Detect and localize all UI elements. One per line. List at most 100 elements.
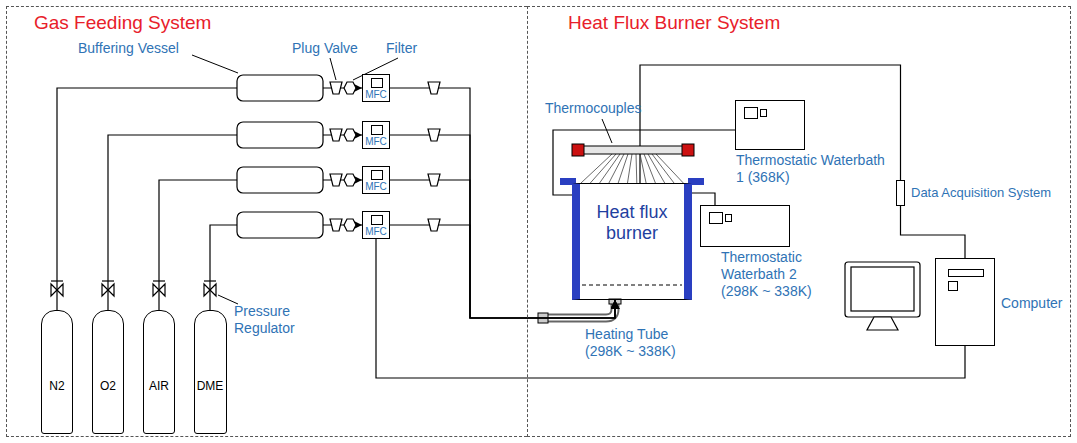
system-region: Gas Feeding SystemMFC MFC MFC MFC N2 O2 AIR DME: [6, 6, 527, 437]
leader-line: [602, 119, 612, 143]
monitor: [845, 262, 920, 317]
part-label: Thermocouples: [545, 100, 642, 117]
thermocouple-bundle: [644, 154, 655, 183]
pipe-connector: [390, 135, 615, 318]
part-label: Buffering Vessel: [78, 40, 179, 57]
thermocouple-bundle: [572, 144, 584, 156]
pipe-connector: [108, 135, 362, 310]
thermocouple-bundle: [609, 154, 624, 183]
thermocouple-bundle: [648, 154, 665, 183]
filter-symbol: [344, 82, 356, 231]
part-label: Pressure Regulator: [234, 303, 312, 337]
plug-valve: [428, 129, 440, 141]
pipe-connector: [390, 225, 615, 318]
thermocouple-bundle: [618, 154, 628, 183]
thermocouple-bundle: [628, 154, 633, 183]
pipe-connector: [57, 88, 362, 310]
pipe-connector: [390, 88, 615, 318]
burner-label: Heat flux burner: [580, 202, 684, 244]
filter-symbol: [344, 129, 356, 141]
plug-valve: [330, 82, 440, 231]
plug-valve: [330, 129, 342, 141]
thermocouple-bundle: [572, 144, 694, 183]
mfc-label: MFC: [363, 226, 389, 237]
heating-tube: [548, 302, 615, 318]
buffering-vessel: [237, 122, 323, 148]
gas-cylinder: AIR: [143, 310, 175, 434]
daq-label: Data Acquisition System: [911, 185, 1051, 200]
heat-flux-burner: Heat flux burner: [572, 183, 692, 300]
thermocouple-bundle: [640, 154, 646, 183]
pipe-connector: [553, 130, 735, 195]
thermocouple-bundle: [578, 146, 688, 154]
pipe-connector: [901, 206, 966, 258]
monitor: [845, 262, 920, 330]
filter-symbol: [344, 174, 356, 186]
plug-valve: [330, 174, 342, 186]
gas-cylinder: N2: [41, 310, 73, 434]
computer-label: Computer: [1001, 295, 1062, 311]
region-title: Gas Feeding System: [34, 12, 211, 34]
buffering-vessel: [237, 75, 323, 238]
region-title: Heat Flux Burner System: [568, 12, 780, 34]
burner-detail: [582, 285, 682, 286]
mfc-label: MFC: [363, 181, 389, 192]
plug-valve: [330, 82, 342, 94]
heating-tube: [538, 299, 621, 323]
gas-name: O2: [93, 379, 123, 393]
monitor: [851, 267, 914, 311]
waterbath: Thermostatic Waterbath 2 (298K ~ 338K): [700, 205, 790, 247]
gas-cylinder: DME: [194, 310, 227, 434]
mfc-box: MFC: [362, 74, 390, 102]
mfc-label: MFC: [363, 89, 389, 100]
computer-tower: Computer: [935, 258, 995, 346]
cylinder-valve: [153, 284, 165, 296]
part-label: Plug Valve: [292, 40, 358, 57]
gas-name: AIR: [144, 379, 174, 393]
filter-symbol: [344, 82, 356, 94]
thermocouple-bundle: [682, 144, 694, 156]
thermocouple-bundle: [581, 154, 612, 183]
pipe-connector: [376, 239, 965, 378]
cylinder-valve: [51, 281, 216, 296]
plug-valve: [428, 174, 440, 186]
cylinder-valve: [204, 280, 216, 281]
buffering-vessel: [237, 212, 323, 238]
leader-line: [192, 55, 238, 73]
data-acquisition: Data Acquisition System: [896, 180, 905, 206]
part-label: Heating Tube (298K ~ 338K): [585, 326, 689, 360]
heating-tube: [548, 302, 615, 318]
pipe-connector: [692, 193, 715, 205]
gas-name: N2: [42, 379, 72, 393]
leader-line: [218, 295, 238, 304]
filter-symbol: [344, 219, 356, 231]
pipe-connector: [159, 180, 362, 310]
mfc-label: MFC: [363, 136, 389, 147]
waterbath-label: Thermostatic Waterbath 1 (368K): [736, 152, 886, 186]
cylinder-valve: [102, 284, 114, 296]
system-region: Heat Flux Burner SystemThermostatic Wate…: [527, 6, 1071, 437]
thermocouple-bundle: [656, 154, 683, 183]
cylinder-valve: [204, 284, 216, 296]
pipe-connector: [390, 180, 615, 318]
gas-cylinder: O2: [92, 310, 124, 434]
plug-valve: [330, 219, 342, 231]
gas-name: DME: [195, 379, 226, 393]
cylinder-valve: [102, 280, 114, 281]
thermocouple-bundle: [590, 154, 616, 183]
thermocouple-bundle: [636, 154, 638, 183]
leader-line: [192, 55, 612, 304]
thermocouple-bundle: [652, 154, 674, 183]
buffering-vessel: [237, 167, 323, 193]
part-label: Filter: [386, 40, 417, 57]
monitor: [867, 317, 898, 330]
mfc-box: MFC: [362, 211, 390, 239]
plug-valve: [428, 82, 440, 94]
leader-line: [330, 58, 336, 80]
cylinder-valve: [51, 284, 63, 296]
waterbath: Thermostatic Waterbath 1 (368K): [735, 100, 805, 150]
waterbath-label: Thermostatic Waterbath 2 (298K ~ 338K): [721, 249, 831, 300]
buffering-vessel: [237, 75, 323, 101]
